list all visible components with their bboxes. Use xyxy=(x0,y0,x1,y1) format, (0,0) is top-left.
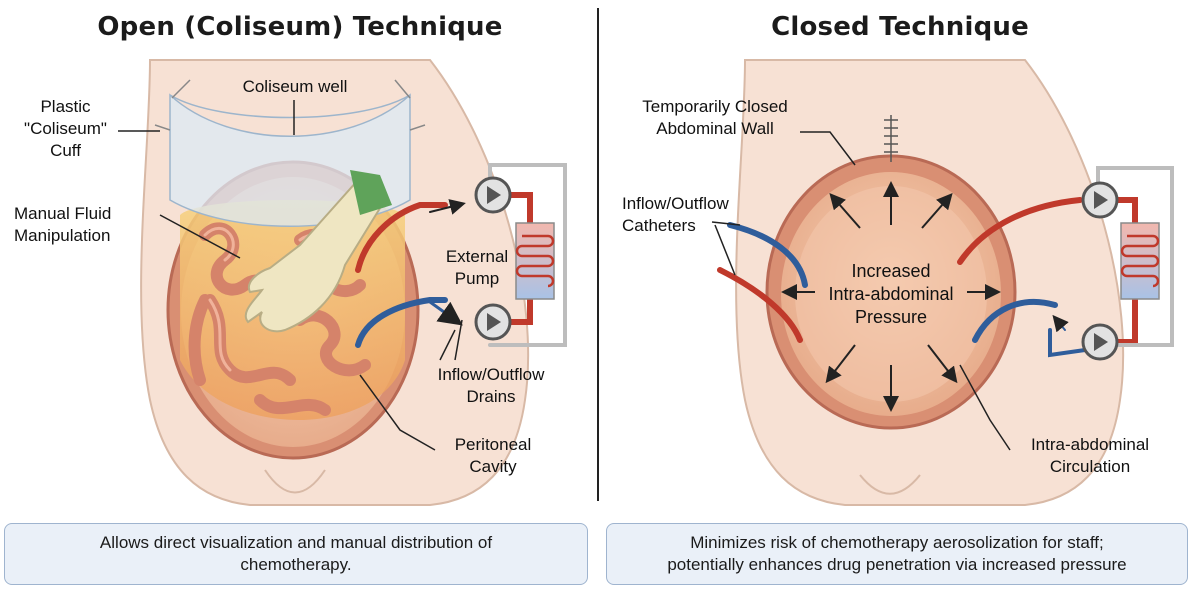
peritoneal-cavity-label: Peritoneal Cavity xyxy=(438,434,548,478)
coliseum-well-label: Coliseum well xyxy=(225,76,365,98)
pump-label-line1: External xyxy=(432,246,522,268)
cavity-label-line2: Cavity xyxy=(438,456,548,478)
open-pump-top xyxy=(476,178,510,212)
closed-summary-text: Minimizes risk of chemotherapy aerosoliz… xyxy=(667,532,1126,576)
catheters-label: Inflow/Outflow Catheters xyxy=(622,193,729,237)
manual-label-line2: Manipulation xyxy=(14,225,111,247)
cavity-label-line1: Peritoneal xyxy=(438,434,548,456)
closed-summary-line1: Minimizes risk of chemotherapy aerosoliz… xyxy=(667,532,1126,554)
wall-label-line1: Temporarily Closed xyxy=(620,96,810,118)
drains-label-line1: Inflow/Outflow xyxy=(426,364,556,386)
circ-label-line1: Intra-abdominal xyxy=(1010,434,1170,456)
circ-label-line2: Circulation xyxy=(1010,456,1170,478)
pressure-label-line2: Intra-abdominal xyxy=(816,283,966,306)
cuff-label-line2: "Coliseum" xyxy=(8,118,123,140)
catheters-label-line2: Catheters xyxy=(622,215,729,237)
catheters-label-line1: Inflow/Outflow xyxy=(622,193,729,215)
manual-label-line1: Manual Fluid xyxy=(14,203,111,225)
drains-label: Inflow/Outflow Drains xyxy=(426,364,556,408)
cuff-label-line3: Cuff xyxy=(8,140,123,162)
pressure-label-line1: Increased xyxy=(816,260,966,283)
open-summary-text: Allows direct visualization and manual d… xyxy=(46,532,546,576)
closed-pump-top xyxy=(1083,183,1117,217)
pressure-label-line3: Pressure xyxy=(816,306,966,329)
open-pump-bottom xyxy=(476,305,510,339)
pressure-label: Increased Intra-abdominal Pressure xyxy=(816,260,966,329)
closed-heat-exchanger xyxy=(1121,223,1159,299)
wall-label-line2: Abdominal Wall xyxy=(620,118,810,140)
pump-label-line2: Pump xyxy=(432,268,522,290)
manual-manipulation-label: Manual Fluid Manipulation xyxy=(14,203,111,247)
circulation-label: Intra-abdominal Circulation xyxy=(1010,434,1170,478)
abdominal-wall-label: Temporarily Closed Abdominal Wall xyxy=(620,96,810,140)
open-summary-box: Allows direct visualization and manual d… xyxy=(4,523,588,585)
closed-pump-bottom xyxy=(1083,325,1117,359)
closed-summary-box: Minimizes risk of chemotherapy aerosoliz… xyxy=(606,523,1188,585)
cuff-label-line1: Plastic xyxy=(8,96,123,118)
drains-label-line2: Drains xyxy=(426,386,556,408)
external-pump-label: External Pump xyxy=(432,246,522,290)
cuff-label: Plastic "Coliseum" Cuff xyxy=(8,96,123,162)
closed-summary-line2: potentially enhances drug penetration vi… xyxy=(667,554,1126,576)
